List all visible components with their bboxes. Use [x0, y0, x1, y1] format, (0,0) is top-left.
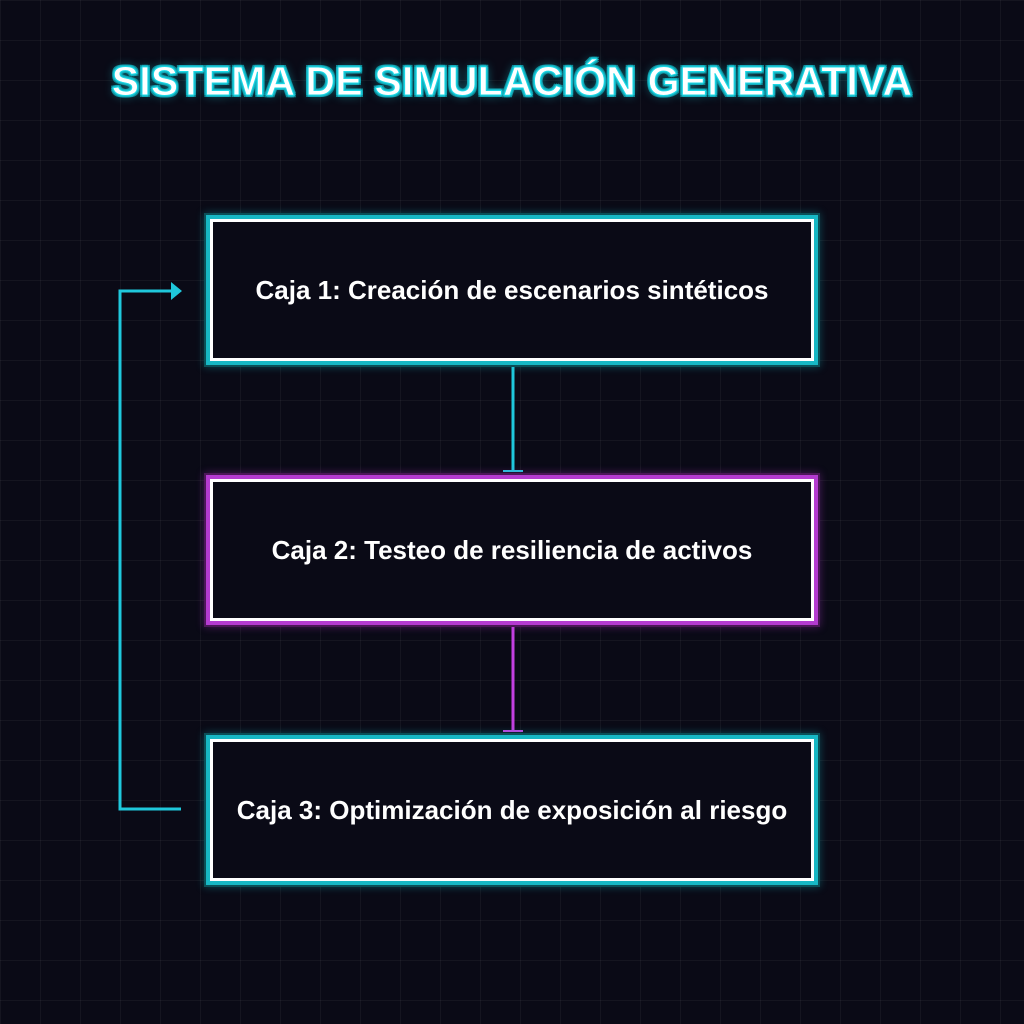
node-box-3-label: Caja 3: Optimización de exposición al ri… — [236, 795, 788, 825]
node-box-2: Caja 2: Testeo de resiliencia de activos — [210, 479, 814, 621]
edge-box2-to-box3 — [503, 623, 523, 732]
edge-box1-to-box2 — [503, 363, 523, 472]
diagram-title: SISTEMA DE SIMULACIÓN GENERATIVA — [111, 58, 913, 105]
node-box-3: Caja 3: Optimización de exposición al ri… — [210, 739, 814, 881]
node-box-1: Caja 1: Creación de escenarios sintético… — [210, 219, 814, 361]
node-box-2-label: Caja 2: Testeo de resiliencia de activos — [271, 535, 753, 565]
node-box-1-label: Caja 1: Creación de escenarios sintético… — [255, 275, 769, 305]
feedback-arrowhead — [171, 282, 182, 300]
edge-box3-to-box1-feedback — [118, 282, 182, 811]
